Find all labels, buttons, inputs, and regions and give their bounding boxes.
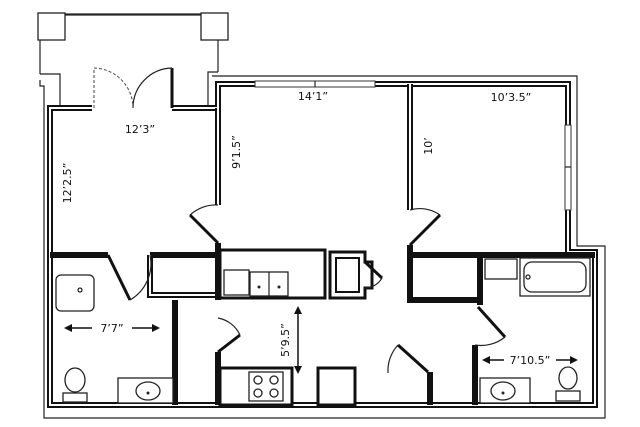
window-bedroom2 — [564, 124, 572, 211]
bath2-width-label: 7’10.5” — [510, 354, 551, 367]
pantry — [328, 250, 384, 300]
bath1-shower — [55, 274, 95, 312]
living-depth-label: 9’1.5” — [230, 135, 243, 169]
bath2-toilet — [555, 366, 581, 402]
living-width-label: 14’1” — [298, 90, 328, 103]
bath2-tub — [519, 257, 591, 297]
patio-edge-left — [40, 73, 61, 106]
patio-rail-top — [51, 13, 213, 16]
bath1-dimension-arrow — [64, 324, 160, 332]
patio — [37, 12, 229, 106]
kitchen-counter — [218, 248, 327, 300]
entry-door[interactable] — [387, 343, 430, 374]
bath1-vanity — [117, 377, 174, 404]
building-outline — [39, 75, 606, 419]
bath2-dimension-arrow — [482, 356, 578, 364]
interior-walls — [50, 84, 595, 405]
kitchen-depth-label: 5’9.5” — [279, 323, 292, 357]
bath1-width-label: 7’7” — [100, 322, 123, 335]
bedroom2-width-label: 10’3.5” — [491, 91, 532, 104]
bedroom2-door[interactable] — [408, 208, 442, 247]
linen-closet — [484, 258, 518, 280]
patio-door[interactable] — [93, 67, 174, 109]
bedroom1-depth-label: 12’2.5” — [61, 163, 74, 204]
bath2-vanity — [479, 377, 531, 404]
counter-segment — [223, 269, 250, 296]
bedroom1-door[interactable] — [106, 254, 152, 301]
living-bedroom1-door[interactable] — [188, 204, 220, 245]
closet-door[interactable] — [217, 317, 241, 354]
refrigerator — [316, 366, 357, 407]
window-living — [254, 80, 376, 88]
bedroom2-depth-label: 10’ — [422, 137, 435, 155]
patio-post-right — [200, 12, 229, 41]
bath1-toilet — [62, 367, 88, 403]
patio-edge-right — [207, 71, 218, 106]
stove — [248, 371, 284, 402]
patio-post-left — [37, 12, 66, 41]
bath2-door[interactable] — [474, 305, 507, 347]
bedroom1-width-label: 12’3” — [125, 123, 155, 136]
stove-counter — [218, 366, 357, 407]
kitchen-dimension-arrow — [294, 306, 302, 374]
